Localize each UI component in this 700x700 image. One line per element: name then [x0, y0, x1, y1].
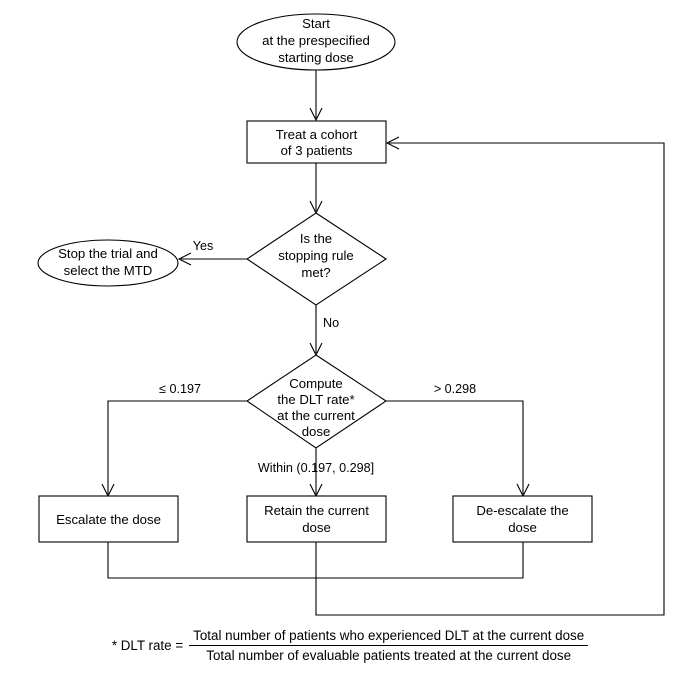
- deescalate-rect-shape: [452, 495, 593, 543]
- treat-cohort-rect-shape: [246, 120, 387, 164]
- start-ellipse-shape: [236, 13, 396, 71]
- footnote-lead-label: * DLT rate =: [111, 638, 184, 653]
- retain-label-line1: Retain the current: [264, 503, 369, 518]
- compute-dlt-label-line2: the DLT rate*: [277, 392, 354, 407]
- compute-dlt-label-line4: dose: [302, 424, 331, 439]
- edge-label-no: No: [323, 316, 339, 330]
- escalate-rect-shape: [38, 495, 179, 543]
- compute-dlt-diamond-shape: [246, 354, 387, 449]
- arrow-start-to-treat: [309, 107, 323, 122]
- stop-trial-label-line1: Stop the trial and: [58, 246, 158, 261]
- edge-label-high-threshold: > 0.298: [434, 382, 476, 396]
- node-compute-dlt[interactable]: Compute the DLT rate* at the current dos…: [246, 354, 387, 449]
- stopping-rule-diamond-shape: [246, 212, 388, 306]
- node-stopping-rule[interactable]: Is the stopping rule met?: [246, 212, 388, 306]
- edge-deescalate-feedback: [316, 542, 524, 579]
- edge-retain-feedback-to-treat: [315, 142, 665, 616]
- stopping-rule-label-line1: Is the: [300, 231, 332, 246]
- node-treat-cohort[interactable]: Treat a cohort of 3 patients: [246, 120, 387, 164]
- stopping-rule-label-line3: met?: [301, 265, 330, 280]
- treat-cohort-label-line1: Treat a cohort: [276, 127, 358, 142]
- treat-cohort-label-line2: of 3 patients: [281, 143, 353, 158]
- node-retain[interactable]: Retain the current dose: [246, 495, 387, 543]
- start-label-line3: starting dose: [278, 50, 354, 65]
- edge-label-within-range: Within (0.197, 0.298]: [258, 461, 374, 475]
- edge-label-yes: Yes: [193, 239, 214, 253]
- footnote-numerator: Total number of patients who experienced…: [193, 628, 585, 643]
- edge-compute-to-deescalate: [386, 400, 524, 494]
- deescalate-label-line2: dose: [508, 520, 537, 535]
- edge-escalate-feedback: [107, 542, 316, 579]
- retain-label-line2: dose: [302, 520, 331, 535]
- stop-trial-label-line2: select the MTD: [64, 263, 153, 278]
- deescalate-label-line1: De-escalate the: [476, 503, 568, 518]
- retain-rect-shape: [246, 495, 387, 543]
- arrow-feedback-into-treat: [385, 136, 400, 150]
- footnote-dlt-rate: * DLT rate = Total number of patients wh…: [0, 628, 700, 663]
- stopping-rule-label-line2: stopping rule: [278, 248, 354, 263]
- edge-compute-to-escalate: [107, 400, 247, 494]
- node-escalate[interactable]: Escalate the dose: [38, 495, 179, 543]
- start-label-line2: at the prespecified: [262, 33, 370, 48]
- escalate-label-line1: Escalate the dose: [56, 512, 161, 527]
- start-label-line1: Start: [302, 16, 330, 31]
- compute-dlt-label-line3: at the current: [277, 408, 355, 423]
- stop-trial-ellipse-shape: [37, 239, 179, 287]
- footnote-fraction: Total number of patients who experienced…: [189, 628, 589, 663]
- node-deescalate[interactable]: De-escalate the dose: [452, 495, 593, 543]
- footnote-fraction-bar: [189, 645, 589, 646]
- node-start[interactable]: Start at the prespecified starting dose: [236, 13, 396, 71]
- arrow-stopping-to-stop-trial: [177, 252, 192, 266]
- edge-label-low-threshold: ≤ 0.197: [159, 382, 201, 396]
- footnote-denominator: Total number of evaluable patients treat…: [206, 648, 572, 663]
- compute-dlt-label-line1: Compute: [289, 376, 343, 391]
- node-stop-trial[interactable]: Stop the trial and select the MTD: [37, 239, 179, 287]
